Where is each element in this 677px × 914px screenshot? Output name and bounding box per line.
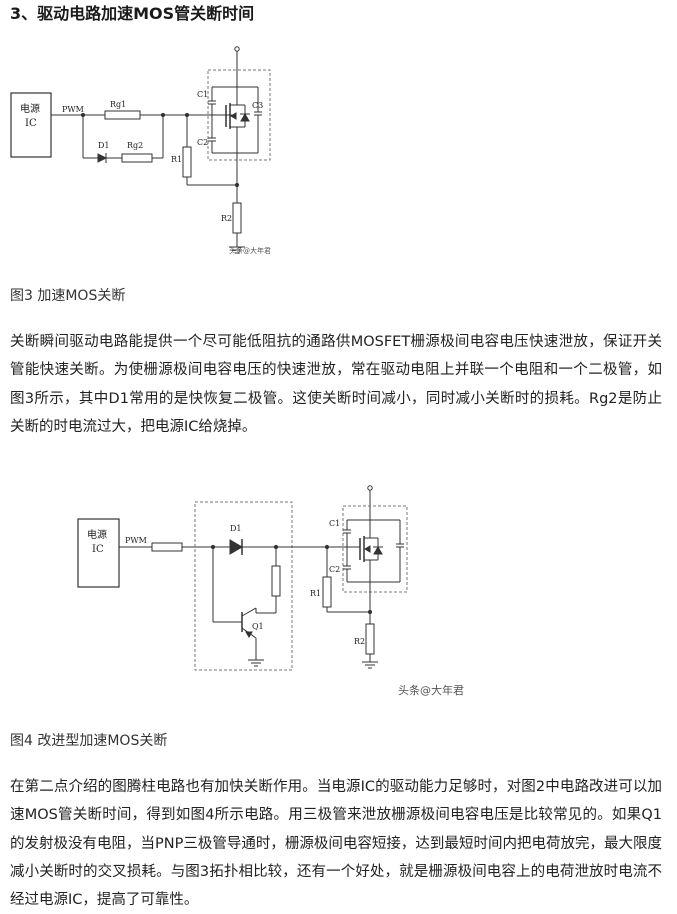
c1-label: C1 (329, 519, 340, 528)
r1-label: R1 (171, 155, 182, 164)
ic-label-line2: IC (25, 118, 37, 129)
mos-dashed-box (207, 69, 271, 161)
section-heading: 3、驱动电路加速MOS管关断时间 (10, 4, 255, 23)
figure-4-schematic: 电源 IC PWM D1 (70, 482, 500, 704)
c3-label: C3 (252, 101, 263, 110)
ic-label-line1: 电源 (87, 528, 107, 541)
ic-label-line1: 电源 (20, 102, 40, 115)
r2-label: R2 (221, 214, 232, 223)
diode-d1 (97, 153, 108, 163)
c1-label: C1 (197, 90, 208, 99)
diode-d1 (229, 539, 243, 555)
resistor-r2 (365, 623, 375, 655)
resistor-base (271, 565, 281, 597)
discharge-dashed-box (194, 501, 293, 671)
rg2-label: Rg2 (127, 141, 143, 150)
paragraph-1: 关断瞬间驱动电路能提供一个尽可能低阻抗的通路供MOSFET栅源极间电容电压快速泄… (10, 334, 662, 435)
r2-label: R2 (354, 637, 365, 646)
power-ic-box (77, 518, 120, 588)
figure-3-schematic: 电源 IC PWM Rg1 D1 Rg2 R1 (0, 35, 300, 265)
rg1-label: Rg1 (110, 100, 126, 109)
pwm-label: PWM (62, 105, 84, 114)
resistor-r1 (322, 576, 332, 608)
c2-label: C2 (197, 138, 208, 147)
resistor-r1 (182, 146, 192, 178)
d1-label: D1 (230, 524, 242, 533)
figure-4-caption: 图4 改进型加速MOS关断 (10, 733, 168, 749)
watermark-1: 头条@大年君 (229, 246, 271, 255)
ic-label-line2: IC (92, 544, 104, 555)
resistor-rg1 (104, 110, 141, 120)
paragraph-2: 在第二点介绍的图腾柱电路也有加快关断作用。当电源IC的驱动能力足够时，对图2中电… (10, 779, 662, 909)
d1-label: D1 (98, 141, 110, 150)
c2-label: C2 (329, 565, 340, 574)
mos-dashed-box (342, 505, 408, 593)
resistor-r2 (232, 202, 242, 234)
watermark-2: 头条@大年君 (398, 683, 464, 697)
resistor-pwm (151, 542, 183, 552)
figure-3-caption: 图3 加速MOS关断 (10, 288, 126, 304)
pwm-label: PWM (125, 536, 147, 545)
power-ic-box (10, 92, 52, 158)
resistor-rg2 (121, 153, 153, 163)
r1-label: R1 (310, 589, 321, 598)
q1-label: Q1 (252, 622, 264, 631)
